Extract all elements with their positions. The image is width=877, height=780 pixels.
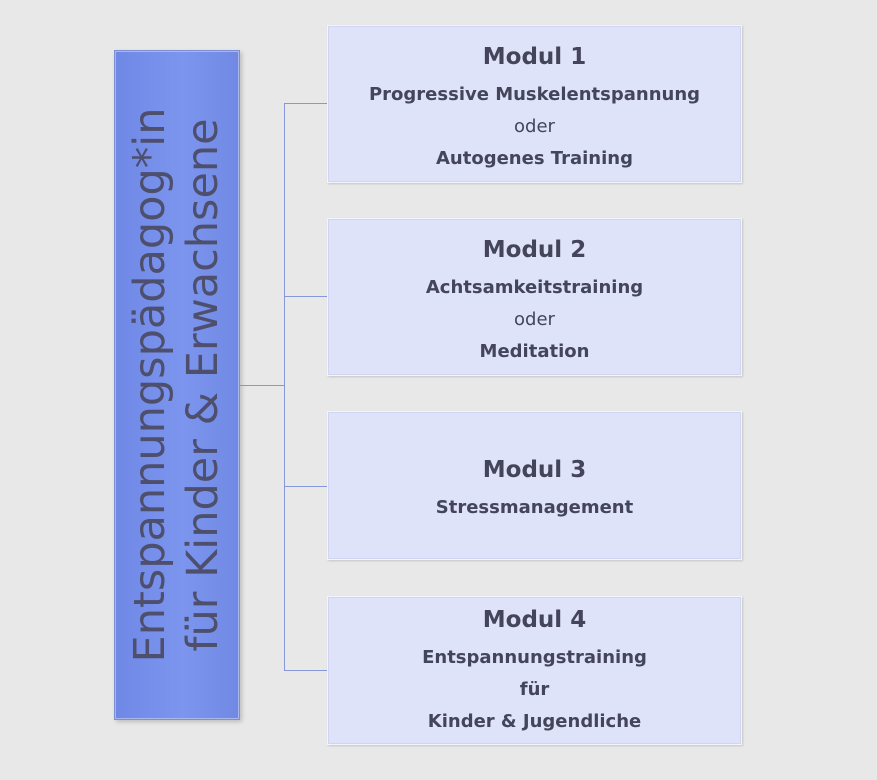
root-box: Entspannungspädagog*in für Kinder & Erwa… [114,50,240,720]
module-3-title: Modul 3 [482,457,587,483]
module-4-line-3: Kinder & Jugendliche [427,711,642,732]
module-2-line-1: Achtsamkeitstraining [425,277,644,298]
module-4-box: Modul 4 Entspannungstraining für Kinder … [327,596,742,745]
root-label-line-1: Entspannungspädagog*in [125,107,175,663]
connector-modul-1 [284,103,327,104]
module-1-title: Modul 1 [482,44,587,70]
module-2-line-2: oder [514,309,555,330]
module-1-line-3: Autogenes Training [436,148,633,169]
root-label-line-2: für Kinder & Erwachsene [178,118,228,652]
connector-modul-3 [284,486,327,487]
module-2-line-3: Meditation [479,341,590,362]
root-label: Entspannungspädagog*in für Kinder & Erwa… [124,57,230,713]
connector-vertical [284,103,285,670]
module-2-title: Modul 2 [482,237,587,263]
module-1-line-1: Progressive Muskelentspannung [368,84,701,105]
module-3-line-1: Stressmanagement [435,497,634,518]
module-2-box: Modul 2 Achtsamkeitstraining oder Medita… [327,218,742,376]
module-4-line-1: Entspannungstraining [422,647,647,668]
module-1-line-2: oder [514,116,555,137]
module-4-title: Modul 4 [482,607,587,633]
module-4-line-2: für [519,679,550,700]
connector-modul-2 [284,296,327,297]
connector-root [240,385,284,386]
module-3-box: Modul 3 Stressmanagement [327,411,742,560]
connector-modul-4 [284,670,327,671]
module-1-box: Modul 1 Progressive Muskelentspannung od… [327,25,742,183]
